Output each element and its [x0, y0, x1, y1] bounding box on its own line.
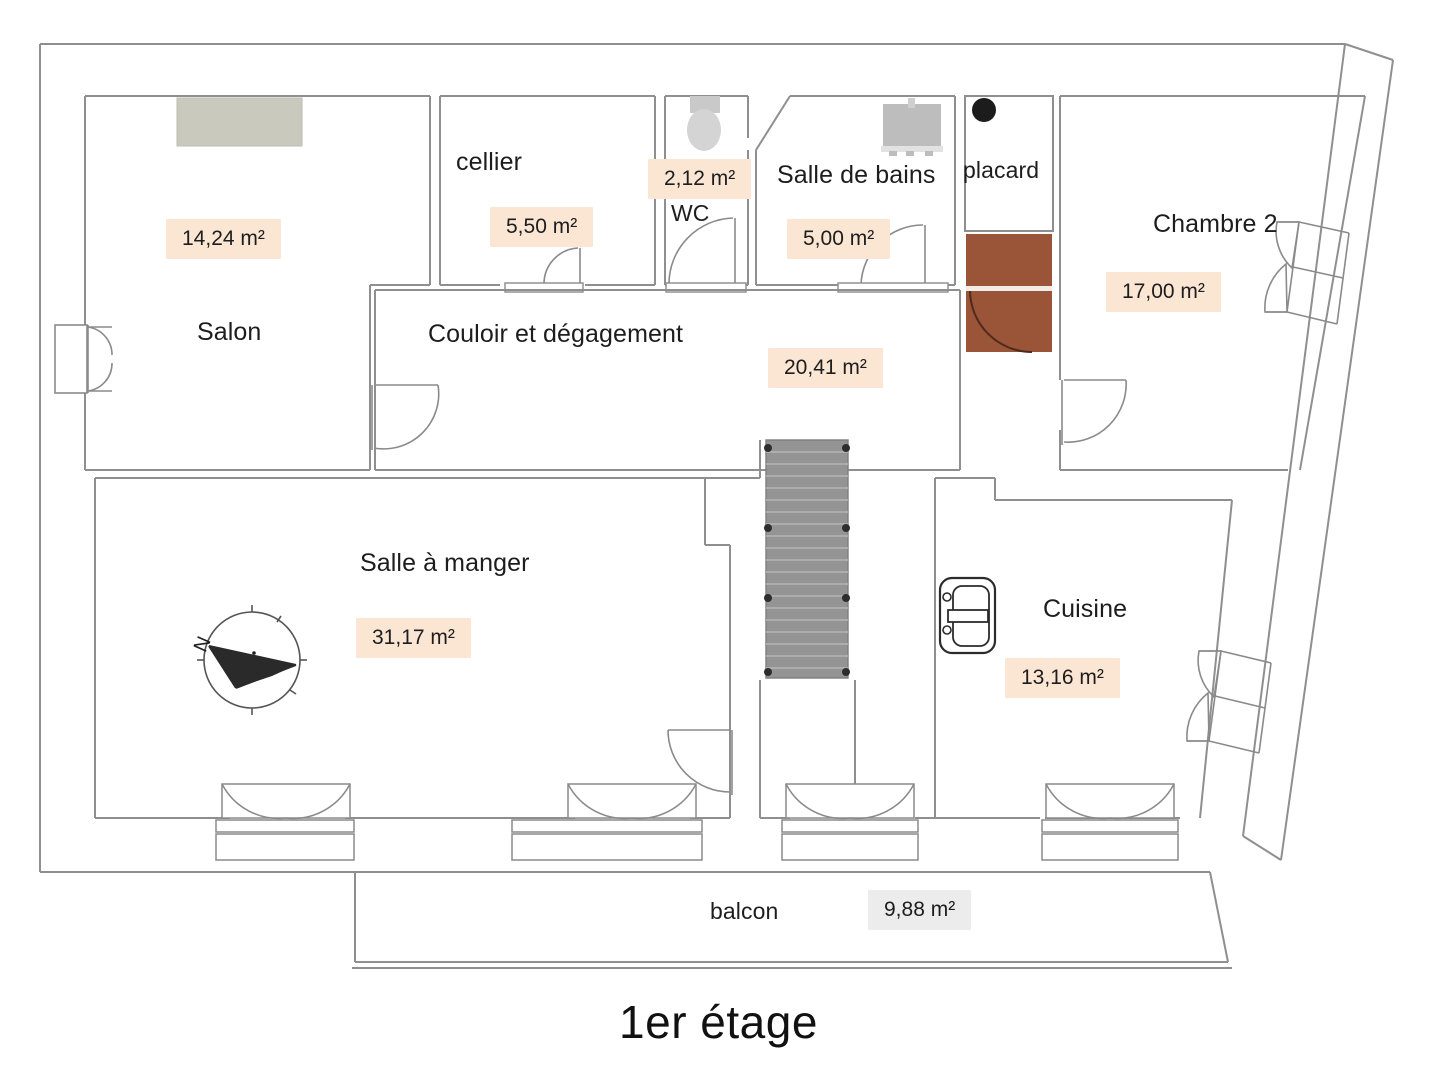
door-wc: [665, 217, 747, 293]
furniture-sofa-salon: [176, 97, 303, 147]
door-brown-entry: [966, 234, 1052, 353]
door-salon-entry: [54, 324, 113, 394]
door-chambre2: [1061, 379, 1127, 445]
door-cellier: [504, 247, 584, 293]
room-outline-couloir: [374, 289, 961, 471]
window-cuisine-right: [1186, 650, 1272, 754]
door-arc-chambre2-window: [1264, 221, 1300, 313]
room-outline-balcon: [352, 871, 1232, 969]
bathtub-icon: [881, 98, 943, 156]
page-title: 1er étage: [619, 996, 818, 1048]
room-outline-salle-a-manger: [94, 477, 731, 819]
window-chambre2: [1265, 221, 1350, 325]
room-outline-chambre2: [1059, 95, 1366, 471]
staircase: [764, 439, 850, 679]
room-outline-salon: [84, 95, 431, 471]
kitchen-sink-icon: [938, 576, 997, 655]
room-outline-cellier: [439, 95, 656, 286]
toilet-icon: [687, 96, 721, 151]
placard-marker-dot: [972, 98, 996, 122]
window-sam-center: [511, 783, 703, 861]
compass-rose: [197, 605, 307, 715]
door-sam-hall: [667, 729, 733, 795]
outer-envelope: [39, 43, 1394, 873]
window-hall: [781, 783, 919, 861]
window-cuisine-bottom: [1041, 783, 1179, 861]
door-salle-de-bains: [837, 224, 949, 293]
room-outline-placard: [964, 95, 1054, 232]
door-salon-couloir: [371, 384, 440, 450]
window-sam-left: [215, 783, 355, 861]
